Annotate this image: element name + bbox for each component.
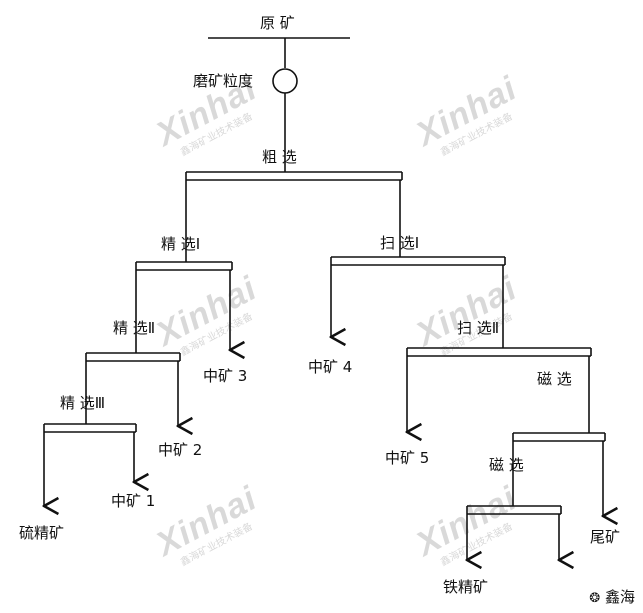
magnetic1-cell	[513, 432, 606, 442]
wechat-icon: ❂	[589, 591, 601, 606]
cleaner2-label: 精 选Ⅱ	[113, 319, 156, 337]
tailings-label: 尾矿	[590, 528, 621, 546]
raw-ore-label: 原 矿	[260, 14, 295, 32]
scavenger2-cell	[407, 347, 592, 357]
magnetic1-label: 磁 选	[537, 370, 572, 388]
iron-concentrate-label: 铁精矿	[443, 578, 489, 596]
scavenger1-label: 扫 选Ⅰ	[380, 234, 420, 252]
cleaner3-label: 精 选Ⅲ	[60, 394, 106, 412]
cleaner2-cell	[86, 352, 181, 362]
magnetic2-label: 磁 选	[489, 456, 524, 474]
middlings2-label: 中矿 2	[158, 441, 203, 459]
footer-brand-text: 鑫海	[604, 588, 635, 606]
scavenger2-label: 扫 选Ⅱ	[457, 319, 500, 337]
cleaner1-label: 精 选Ⅰ	[161, 235, 201, 253]
middlings3-label: 中矿 3	[203, 367, 248, 385]
cleaner1-cell	[136, 261, 233, 271]
rougher-label: 粗 选	[262, 148, 297, 166]
magnetic2-cell	[467, 505, 562, 515]
middlings5-label: 中矿 5	[385, 449, 430, 467]
footer-brand: ❂ 鑫海	[589, 586, 635, 607]
rougher-cell	[186, 171, 403, 181]
grinding-circle	[272, 68, 298, 94]
scavenger1-cell	[331, 256, 506, 266]
middlings1-label: 中矿 1	[111, 492, 156, 510]
cleaner3-cell	[44, 423, 137, 433]
middlings4-label: 中矿 4	[308, 358, 353, 376]
grinding-label: 磨矿粒度	[193, 72, 254, 90]
sulfur-concentrate-label: 硫精矿	[19, 524, 65, 542]
